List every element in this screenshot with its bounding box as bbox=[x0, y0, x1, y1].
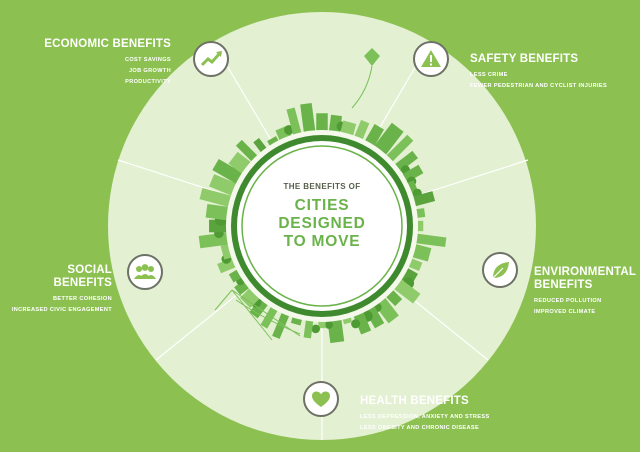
building bbox=[199, 188, 235, 208]
building bbox=[209, 174, 240, 197]
building bbox=[212, 158, 246, 186]
people-group-icon bbox=[127, 254, 163, 290]
environmental-title-line-1: ENVIRONMENTAL bbox=[534, 266, 637, 278]
center-line-3: TO MOVE bbox=[283, 233, 361, 250]
center-title: THE BENEFITS OF CITIES DESIGNED TO MOVE bbox=[262, 182, 382, 251]
tree bbox=[311, 324, 320, 334]
center-inner-stroke bbox=[241, 145, 403, 307]
social-item-2: INCREASED CIVIC ENGAGEMENT bbox=[11, 307, 112, 313]
health-title: HEALTH BENEFITS bbox=[360, 395, 469, 407]
heart-icon bbox=[303, 381, 339, 417]
building bbox=[300, 103, 316, 136]
center-circle bbox=[231, 135, 413, 317]
environmental-title-line-2: BENEFITS bbox=[534, 279, 593, 291]
health-item-1: LESS DEPRESSION, ANXIETY AND STRESS bbox=[360, 414, 490, 420]
building bbox=[392, 150, 419, 174]
safety-title: SAFETY BENEFITS bbox=[470, 53, 579, 65]
health-item-2: LESS OBESITY AND CHRONIC DISEASE bbox=[360, 425, 480, 431]
building bbox=[384, 134, 414, 164]
building bbox=[409, 191, 436, 208]
tree bbox=[351, 319, 361, 329]
social-benefits: SOCIAL BENEFITS BETTER COHESION INCREASE… bbox=[6, 264, 112, 316]
health-benefits: HEALTH BENEFITS LESS DEPRESSION, ANXIETY… bbox=[360, 395, 545, 434]
economic-title: ECONOMIC BENEFITS bbox=[44, 38, 171, 50]
building bbox=[412, 233, 447, 248]
tree bbox=[324, 320, 333, 329]
center-kicker: THE BENEFITS OF bbox=[283, 182, 361, 191]
bridge-illustration bbox=[214, 289, 301, 341]
center-line-2: DESIGNED bbox=[278, 215, 366, 232]
building bbox=[205, 204, 232, 221]
leaf-icon bbox=[482, 252, 518, 288]
kite-illustration bbox=[351, 48, 380, 109]
city-skyline bbox=[198, 103, 447, 344]
environmental-item-2: IMPROVED CLIMATE bbox=[534, 309, 596, 315]
safety-benefits: SAFETY BENEFITS LESS CRIME FEWER PEDESTR… bbox=[470, 53, 635, 92]
economic-benefits: ECONOMIC BENEFITS COST SAVINGS JOB GROWT… bbox=[40, 38, 171, 88]
building bbox=[372, 122, 404, 158]
center-line-1: CITIES bbox=[294, 197, 350, 214]
environmental-benefits: ENVIRONMENTAL BENEFITS REDUCED POLLUTION… bbox=[534, 266, 638, 318]
building bbox=[272, 309, 291, 339]
building bbox=[198, 231, 232, 249]
warning-triangle-icon bbox=[413, 41, 449, 77]
chart-up-arrow-icon bbox=[193, 41, 229, 77]
social-item-1: BETTER COHESION bbox=[52, 296, 112, 302]
safety-item-2: FEWER PEDESTRIAN AND CYCLIST INJURIES bbox=[470, 83, 608, 89]
social-title: SOCIAL BENEFITS bbox=[53, 264, 112, 289]
building bbox=[303, 316, 314, 339]
building bbox=[318, 318, 326, 329]
economic-item-1: COST SAVINGS bbox=[124, 57, 171, 63]
safety-item-1: LESS CRIME bbox=[470, 72, 508, 78]
economic-item-3: PRODUCTIVITY bbox=[125, 79, 171, 85]
economic-item-2: JOB GROWTH bbox=[128, 68, 171, 74]
building bbox=[286, 107, 303, 139]
building bbox=[316, 113, 328, 134]
building bbox=[235, 139, 260, 164]
environmental-item-1: REDUCED POLLUTION bbox=[534, 298, 602, 304]
